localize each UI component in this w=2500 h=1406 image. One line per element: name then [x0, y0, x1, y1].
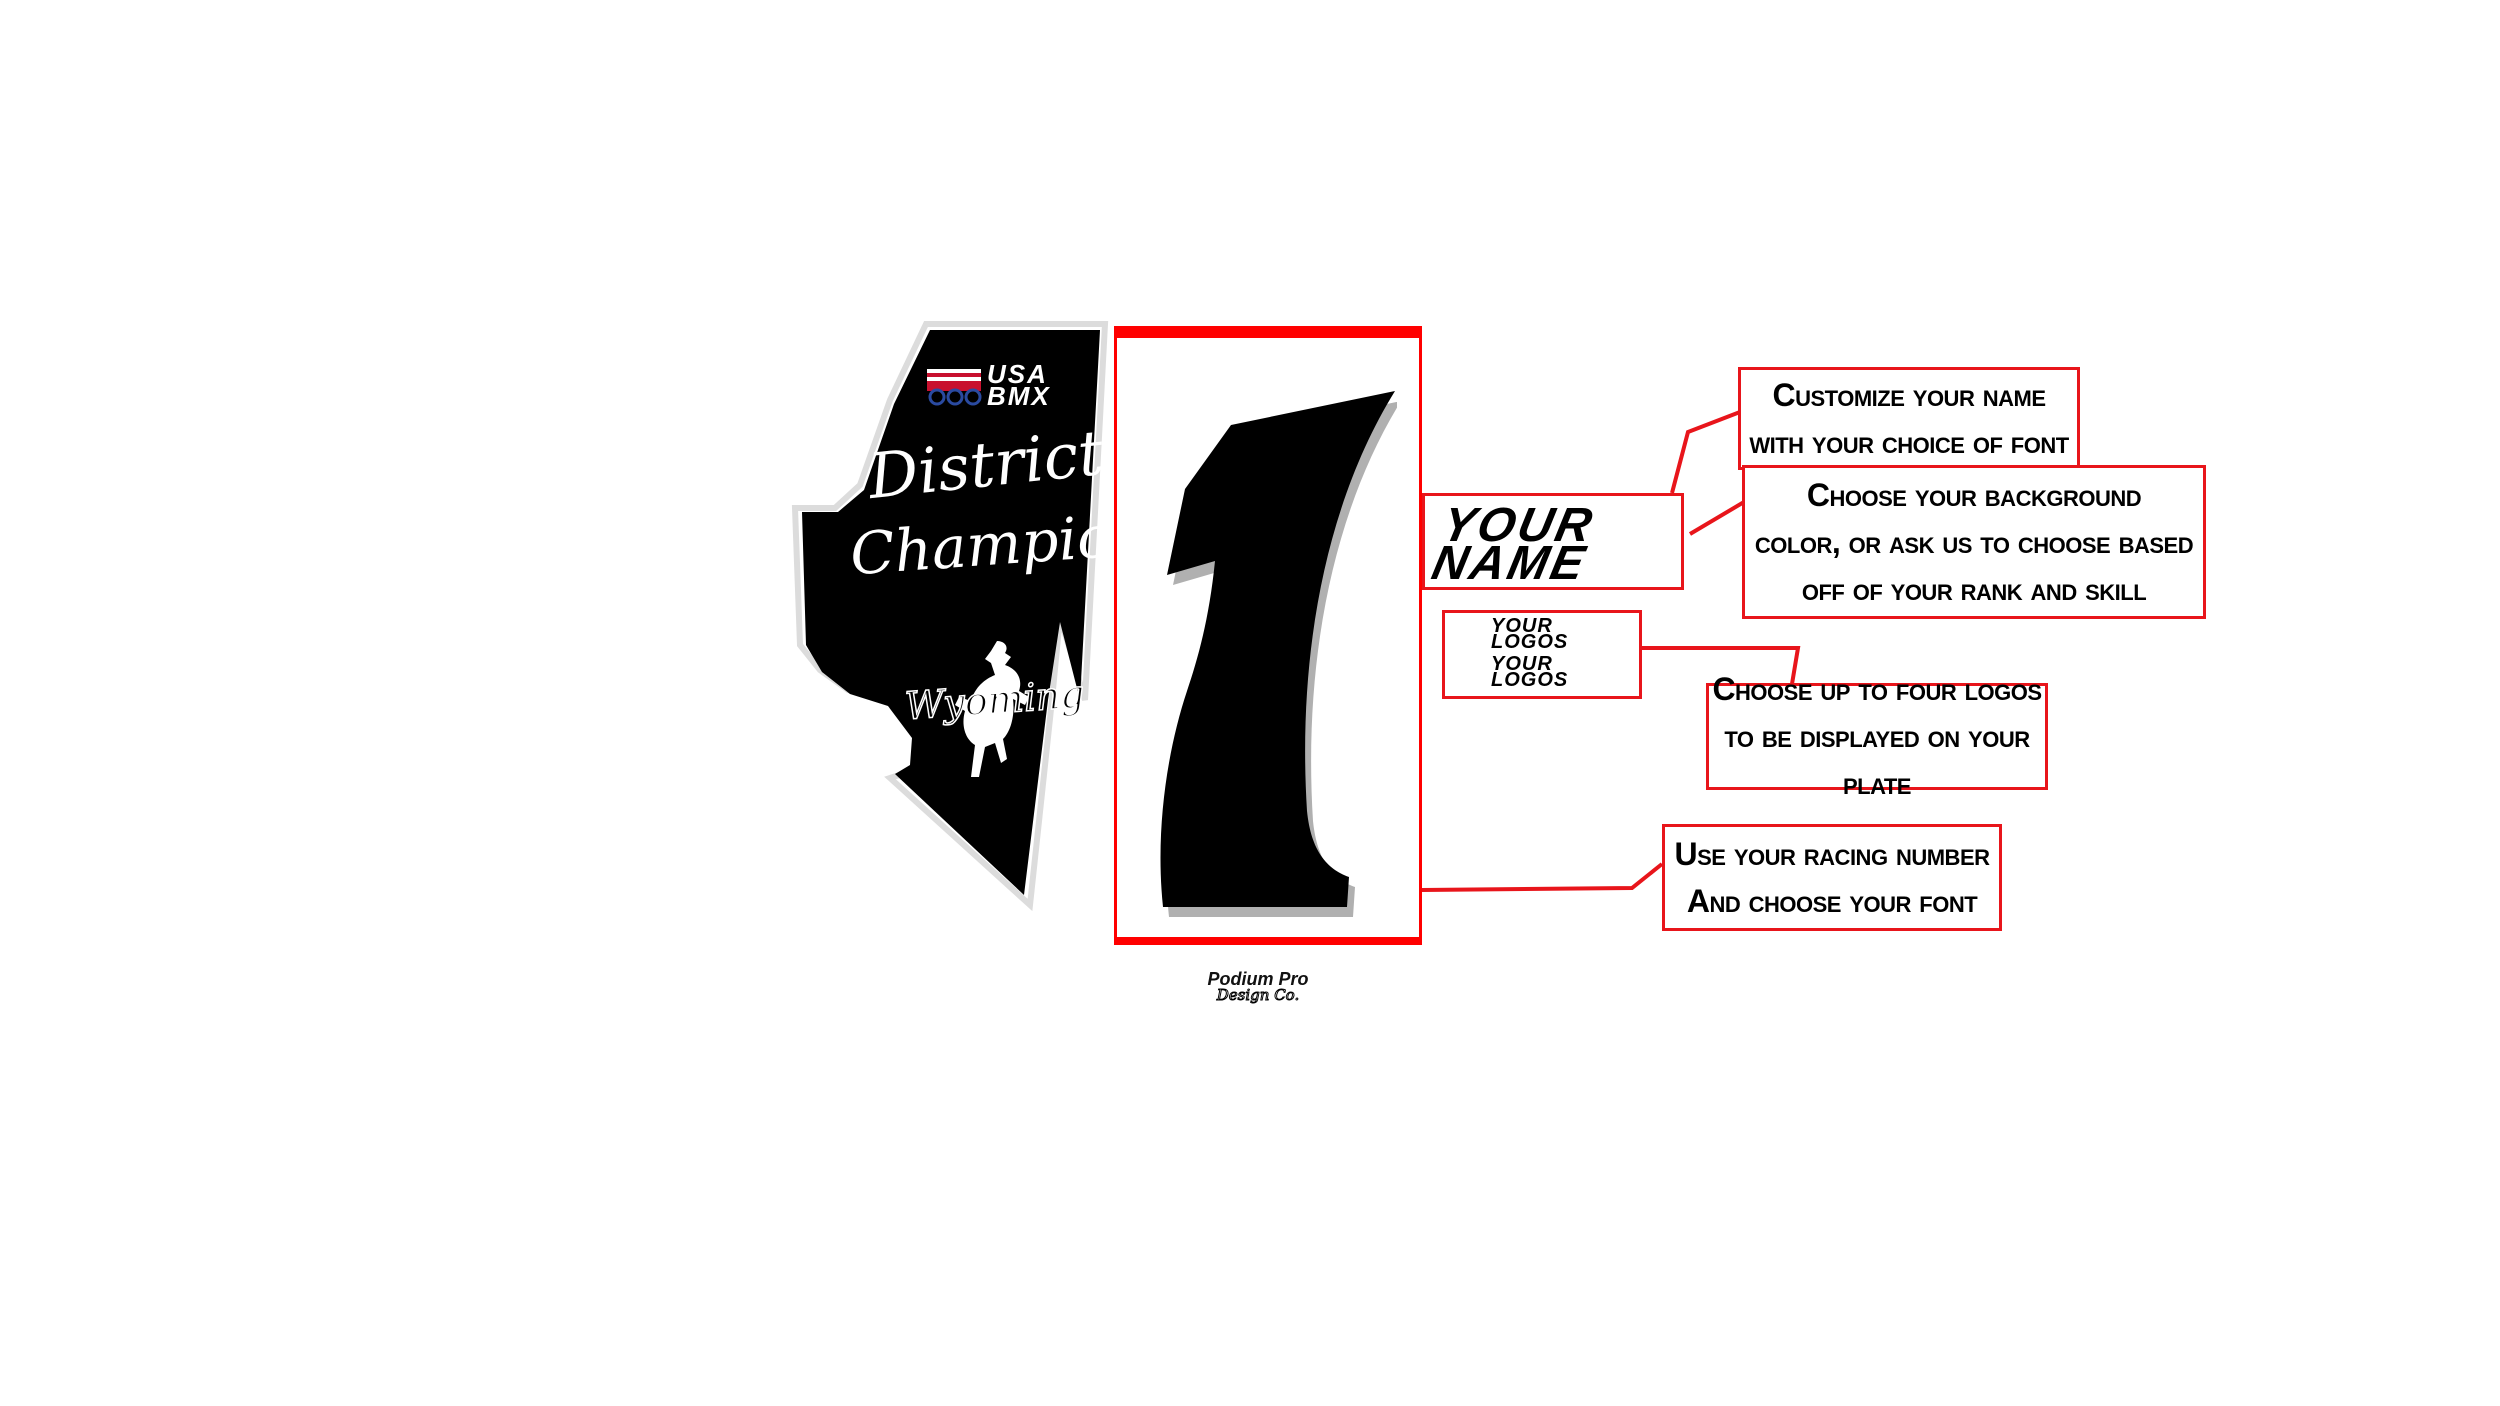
brand-line2: Design Co.	[1216, 986, 1300, 1004]
podium-pro-brand: Podium Pro Design Co.	[1198, 970, 1318, 1010]
callout-number-line1: Use your racing number	[1674, 835, 1990, 872]
plate-bottom-stripe	[1114, 937, 1422, 945]
number-plate: 1	[1114, 326, 1422, 945]
callout-logos-line1: Choose up to four logos	[1712, 671, 2042, 707]
callout-name-font: Customize your name with your choice of …	[1738, 367, 2080, 470]
callout-logos: Choose up to four logos to be displayed …	[1706, 671, 2048, 801]
logo2-line1: YOUR	[1491, 653, 1553, 675]
bmx-logo-text: BMX	[987, 381, 1051, 411]
name-sample-line2: NAME	[1427, 537, 1592, 590]
callout-number: Use your racing number And choose your f…	[1662, 824, 2002, 931]
riders-flag-icon	[927, 369, 982, 406]
callout-name-line1: Customize your name	[1772, 376, 2047, 413]
callout-number-line2: And choose your font	[1686, 882, 1978, 919]
logo1-line2: LOGOS	[1491, 631, 1569, 653]
bucking-horse-icon	[955, 641, 1029, 777]
racing-number-graphic	[1160, 391, 1397, 917]
logo1-line1: YOUR	[1491, 615, 1553, 637]
callout-bg-line3: off of your rank and skill	[1801, 570, 2147, 607]
callout-bg-line1: Choose your background	[1806, 476, 2142, 513]
brand-line1: Podium Pro	[1207, 969, 1309, 989]
plate-top-stripe	[1114, 326, 1422, 338]
usa-logo-text: USA	[987, 359, 1048, 389]
callout-background: Choose your background color, or ask us …	[1742, 465, 2206, 619]
callout-name-line2: with your choice of font	[1749, 423, 2069, 460]
logo2-line2: LOGOS	[1491, 669, 1569, 691]
logos-sample-box: YOUR LOGOS YOUR LOGOS	[1442, 610, 1642, 699]
name-sample-box: YOUR NAME	[1422, 493, 1684, 590]
callout-logos-line2: to be displayed on your plate	[1724, 718, 2030, 801]
usa-bmx-logo: USA BMX	[925, 359, 1095, 411]
callout-bg-line2: color, or ask us to choose based	[1754, 523, 2194, 560]
